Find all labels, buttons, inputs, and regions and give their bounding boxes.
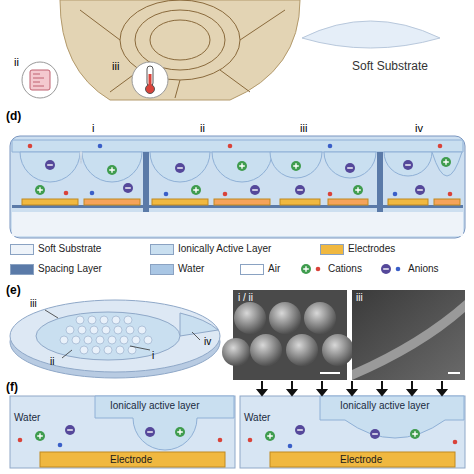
legend-swatch <box>10 264 34 275</box>
part-label: ii <box>50 356 54 368</box>
legend-text: Spacing Layer <box>38 263 102 275</box>
legend-text: Soft Substrate <box>38 243 101 255</box>
legend-text: Water <box>178 263 204 275</box>
legend-text: Ionically Active Layer <box>178 243 271 255</box>
part-label: Soft Substrate <box>352 60 428 74</box>
part-label: i <box>92 122 94 135</box>
legend-text: Cations <box>328 263 362 275</box>
electrode-label: Electrode <box>110 454 152 466</box>
panel-letter: (d) <box>6 110 21 124</box>
image-label: iii <box>356 292 363 304</box>
legend-swatch <box>240 264 264 275</box>
panel-letter: (f) <box>6 381 18 395</box>
legend-swatch <box>10 244 34 255</box>
part-label: iii <box>30 298 37 310</box>
part-label: ii <box>14 56 19 69</box>
part-label: iv <box>204 336 211 348</box>
electrode-label: Electrode <box>340 454 382 466</box>
layer-label: Water <box>244 412 270 424</box>
layer-label: Ionically active layer <box>110 400 199 412</box>
part-label: ii <box>200 122 205 135</box>
part-label: iii <box>112 60 119 73</box>
legend-text: Anions <box>408 263 439 275</box>
part-label: i <box>152 350 154 362</box>
layer-label: Water <box>14 412 40 424</box>
image-label: i / ii <box>238 292 253 304</box>
panel-letter: (e) <box>6 284 21 298</box>
part-label: iii <box>300 122 307 135</box>
part-label: iv <box>415 122 423 135</box>
legend-text: Electrodes <box>348 243 395 255</box>
legend-text: Air <box>268 263 280 275</box>
legend-swatch <box>150 264 174 275</box>
legend-swatch <box>150 244 174 255</box>
legend-swatch <box>320 244 344 255</box>
layer-label: Ionically active layer <box>340 400 429 412</box>
